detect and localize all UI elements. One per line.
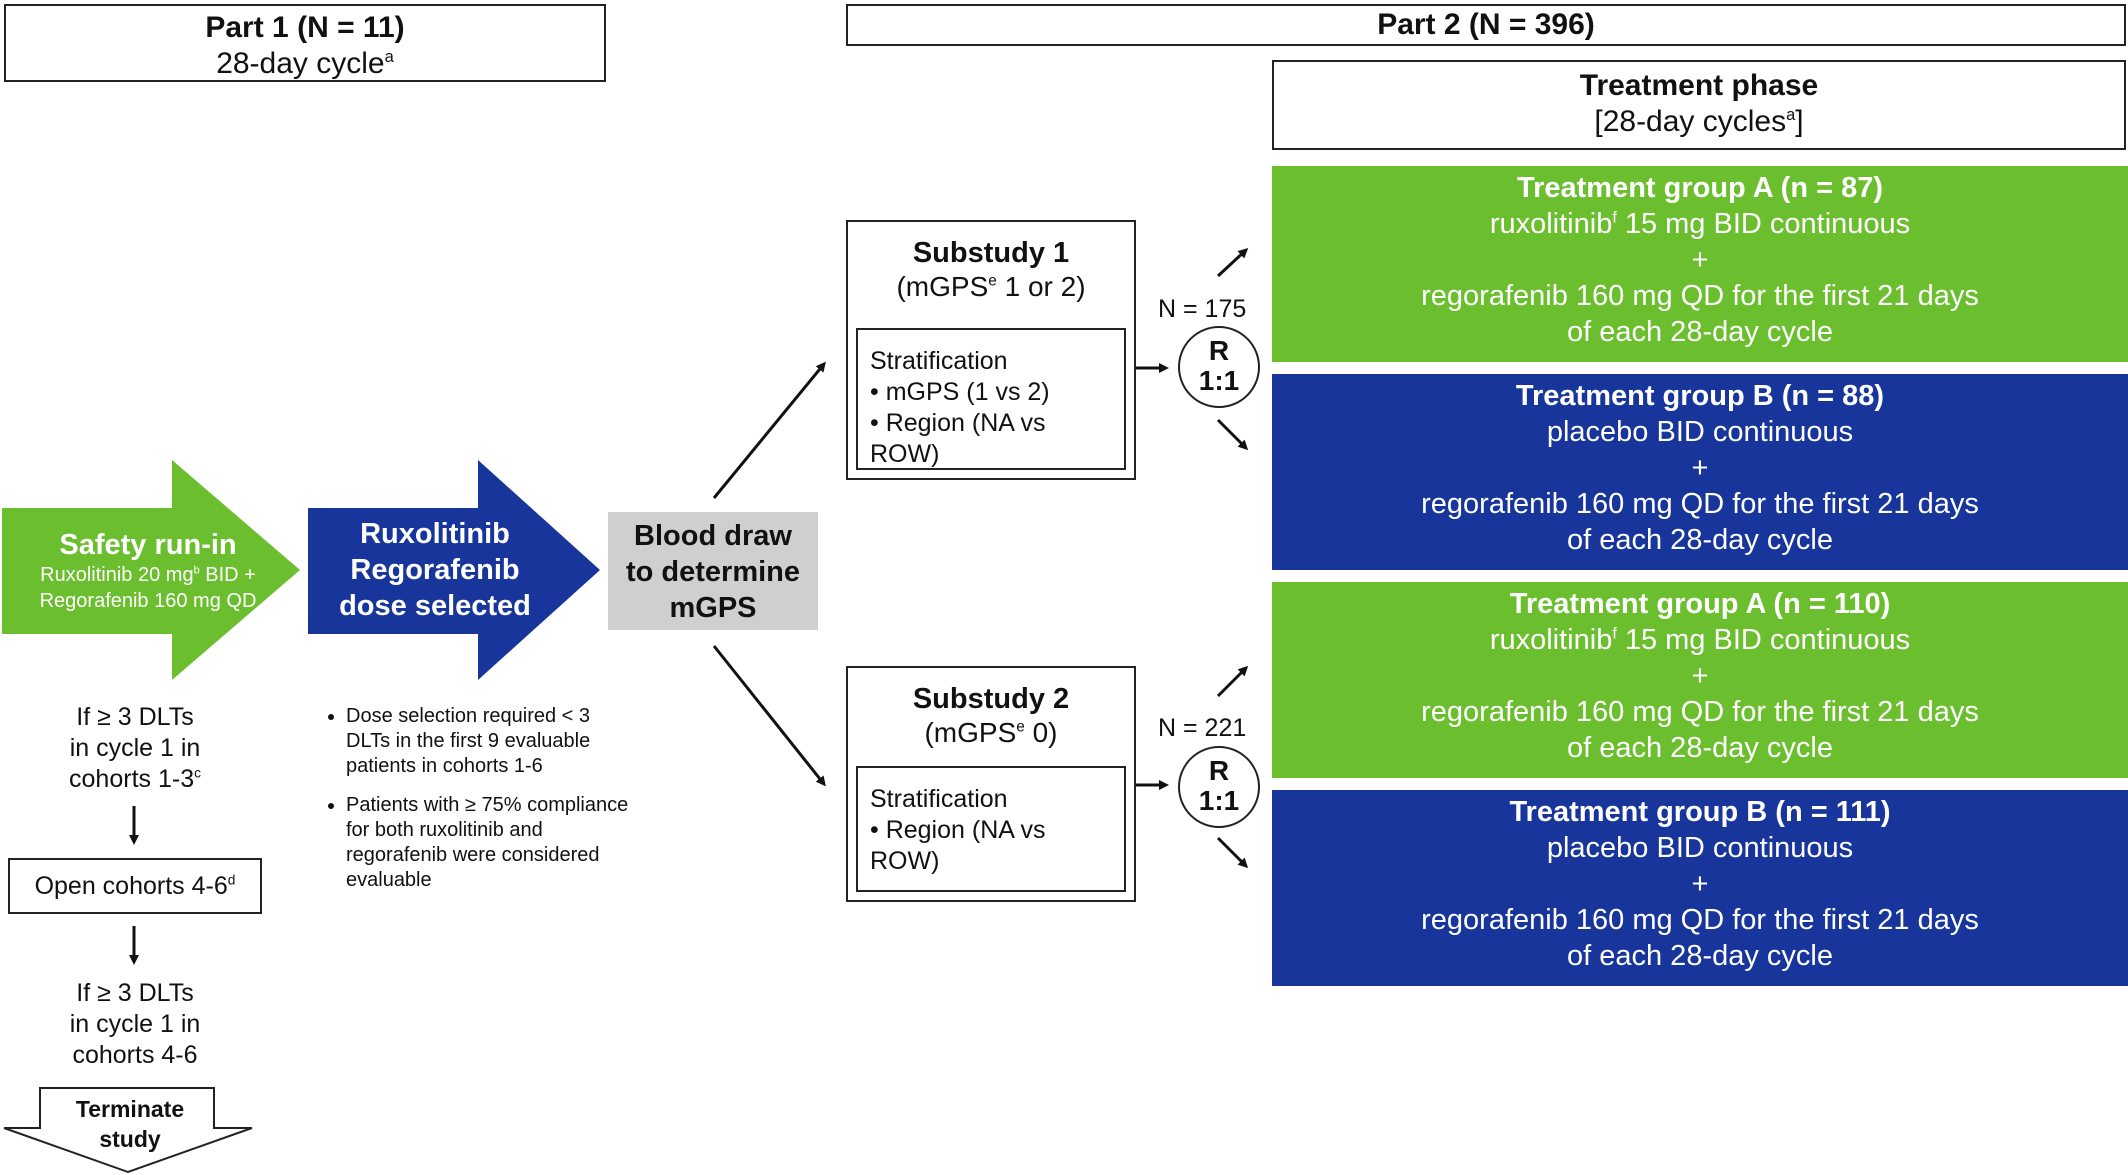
substudy2-n: N = 221 [1158, 714, 1247, 742]
dose-line1: Ruxolitinib [360, 518, 510, 550]
safety-runin: Safety run-in Ruxolitinib 20 mgb BID + R… [2, 528, 294, 614]
part1-title: Part 1 (N = 11) [205, 11, 405, 44]
dose-note-2: Patients with ≥ 75% compliance for both … [346, 793, 630, 893]
blood-draw-line3: mGPS [669, 592, 757, 624]
dose-selected: Ruxolitinib Regorafenib dose selected [310, 516, 560, 624]
substudy2-stratification: Stratification • Region (NA vs ROW) [856, 766, 1126, 892]
safety-runin-title: Safety run-in [59, 529, 237, 561]
dose-notes: Dose selection required < 3 DLTs in the … [320, 704, 630, 907]
substudy1-criteria: (mGPSe 1 or 2) [896, 271, 1086, 302]
dose-note-1: Dose selection required < 3 DLTs in the … [346, 704, 630, 779]
substudy2-criteria: (mGPSe 0) [924, 717, 1058, 748]
part2-header: Part 2 (N = 396) [846, 4, 2126, 46]
treatment-group-a-substudy2: Treatment group A (n = 110) ruxolitinibf… [1272, 582, 2128, 778]
treatment-group-b-substudy2: Treatment group B (n = 111) placebo BID … [1272, 790, 2128, 986]
safety-runin-line1: Ruxolitinib 20 mgb BID + [40, 564, 256, 586]
safety-runin-line2: Regorafenib 160 mg QD [39, 590, 257, 612]
substudy2-box: Substudy 2 (mGPSe 0) Stratification • Re… [846, 666, 1136, 902]
condition-cohorts-4-6: If ≥ 3 DLTs in cycle 1 in cohorts 4-6 [69, 979, 201, 1069]
dose-line3: dose selected [339, 590, 531, 622]
part1-header: Part 1 (N = 11) 28-day cyclea [4, 4, 606, 82]
part1-cycle: 28-day cyclea [216, 47, 394, 80]
safety-runin-arrow [2, 460, 300, 680]
treatment-group-a-substudy1: Treatment group A (n = 87) ruxolitinibf … [1272, 166, 2128, 362]
substudy1-title: Substudy 1 [912, 237, 1070, 269]
substudy1-box: Substudy 1 (mGPSe 1 or 2) Stratification… [846, 220, 1136, 480]
treatment-phase-title: Treatment phase [1579, 69, 1819, 102]
terminate-arrow [3, 1087, 253, 1174]
terminate-study: Terminate study [75, 1096, 185, 1152]
treatment-phase-cycles: [28-day cyclesa] [1594, 105, 1804, 138]
blood-draw-line2: to determine [625, 556, 801, 588]
dose-line2: Regorafenib [350, 554, 520, 586]
dose-selected-arrow [308, 460, 600, 680]
blood-draw-box: Blood draw to determine mGPS [608, 512, 818, 630]
treatment-group-b-substudy1: Treatment group B (n = 88) placebo BID c… [1272, 374, 2128, 570]
condition-cohorts-1-3: If ≥ 3 DLTs in cycle 1 in cohorts 1-3c [69, 703, 201, 793]
blood-draw-line1: Blood draw [634, 520, 792, 552]
open-cohorts-box: Open cohorts 4-6d [8, 858, 262, 914]
treatment-phase-box: Treatment phase [28-day cyclesa] [1272, 60, 2126, 150]
substudy1-n: N = 175 [1158, 295, 1247, 323]
substudy1-stratification: Stratification • mGPS (1 vs 2) • Region … [856, 328, 1126, 470]
substudy2-title: Substudy 2 [912, 683, 1070, 715]
